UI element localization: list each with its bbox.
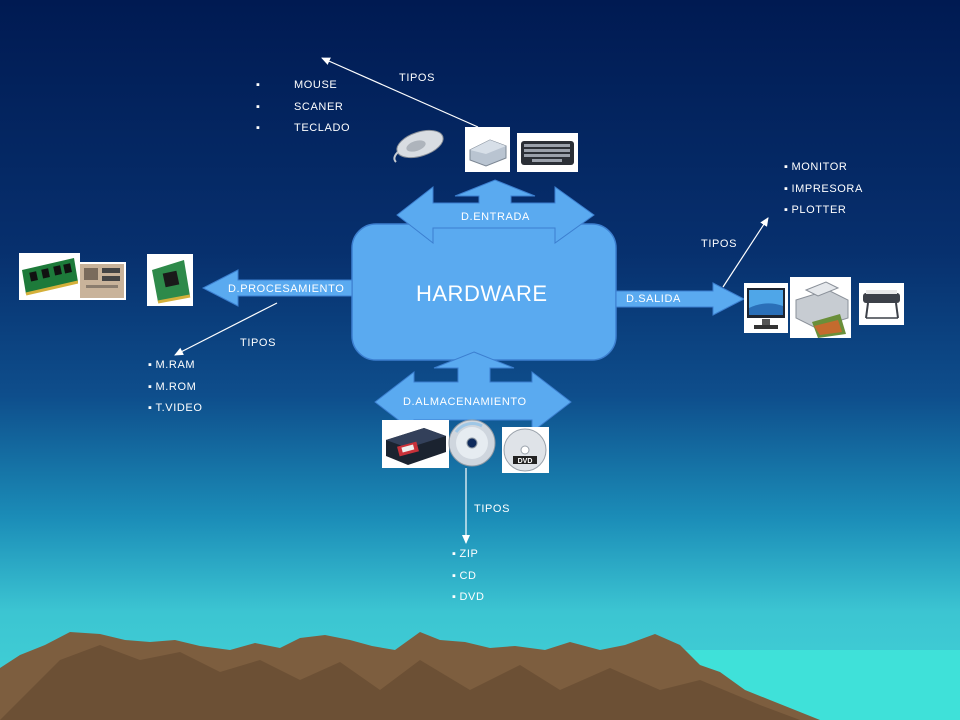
- dvd-icon: DVD: [502, 427, 549, 473]
- salida-arrow: [615, 282, 746, 316]
- salida-list: ▪MONITOR ▪IMPRESORA ▪PLOTTER: [784, 161, 863, 226]
- entrada-arrow: [396, 179, 595, 245]
- entrada-tipos-connector: [321, 57, 479, 128]
- motherboard-icon: [78, 262, 126, 300]
- list-item: ▪T.VIDEO: [148, 402, 203, 414]
- list-item: ▪SCANER: [256, 100, 344, 113]
- salida-tipos-connector: [722, 217, 769, 288]
- procesamiento-tipos-connector: [174, 302, 278, 356]
- bullet-icon: ▪: [452, 548, 457, 560]
- bullet-icon: ▪: [148, 359, 153, 371]
- bullet-icon: ▪: [784, 182, 789, 195]
- procesamiento-list: ▪M.RAM ▪M.ROM ▪T.VIDEO: [148, 359, 203, 424]
- bullet-icon: ▪: [148, 380, 153, 393]
- mouse-icon: [393, 129, 444, 163]
- procesamiento-tipos-label: TIPOS: [240, 337, 277, 349]
- list-item: ▪ZIP: [452, 548, 479, 560]
- ram-icon: [19, 253, 80, 300]
- bullet-icon: ▪: [256, 79, 261, 91]
- list-item: ▪IMPRESORA: [784, 182, 863, 195]
- bullet-icon: ▪: [452, 569, 457, 582]
- almacenamiento-list: ▪ZIP ▪CD ▪DVD: [452, 548, 485, 613]
- bullet-icon: ▪: [784, 161, 789, 173]
- list-item: ▪MONITOR: [784, 161, 848, 173]
- procesamiento-arrow: [201, 269, 353, 307]
- entrada-list: ▪MOUSE ▪SCANER ▪TECLADO: [256, 79, 350, 144]
- entrada-label: D.ENTRADA: [461, 211, 530, 223]
- video-card-icon: [147, 254, 193, 306]
- list-item: ▪M.RAM: [148, 359, 196, 371]
- list-item: ▪PLOTTER: [784, 204, 847, 216]
- list-item: ▪DVD: [452, 591, 485, 603]
- salida-label: D.SALIDA: [626, 293, 681, 305]
- bullet-icon: ▪: [256, 100, 261, 113]
- bullet-icon: ▪: [452, 591, 457, 603]
- almacenamiento-label: D.ALMACENAMIENTO: [403, 396, 527, 408]
- almacenamiento-tipos-label: TIPOS: [474, 503, 511, 515]
- salida-tipos-label: TIPOS: [701, 238, 738, 250]
- list-item: ▪CD: [452, 569, 477, 582]
- monitor-icon: [744, 283, 788, 333]
- list-item: ▪M.ROM: [148, 380, 197, 393]
- procesamiento-label: D.PROCESAMIENTO: [228, 283, 345, 295]
- zip-drive-icon: [382, 420, 449, 468]
- entrada-tipos-label: TIPOS: [399, 72, 436, 84]
- keyboard-icon: [517, 133, 578, 172]
- scanner-icon: [465, 127, 510, 172]
- plotter-icon: [859, 283, 904, 325]
- bullet-icon: ▪: [148, 402, 153, 414]
- hardware-title: HARDWARE: [416, 281, 548, 306]
- list-item: ▪TECLADO: [256, 122, 351, 134]
- svg-text:DVD: DVD: [518, 458, 533, 465]
- list-item: ▪MOUSE: [256, 79, 338, 91]
- bullet-icon: ▪: [784, 204, 789, 216]
- cd-icon: [448, 419, 496, 467]
- printer-icon: [790, 277, 851, 338]
- bullet-icon: ▪: [256, 122, 261, 134]
